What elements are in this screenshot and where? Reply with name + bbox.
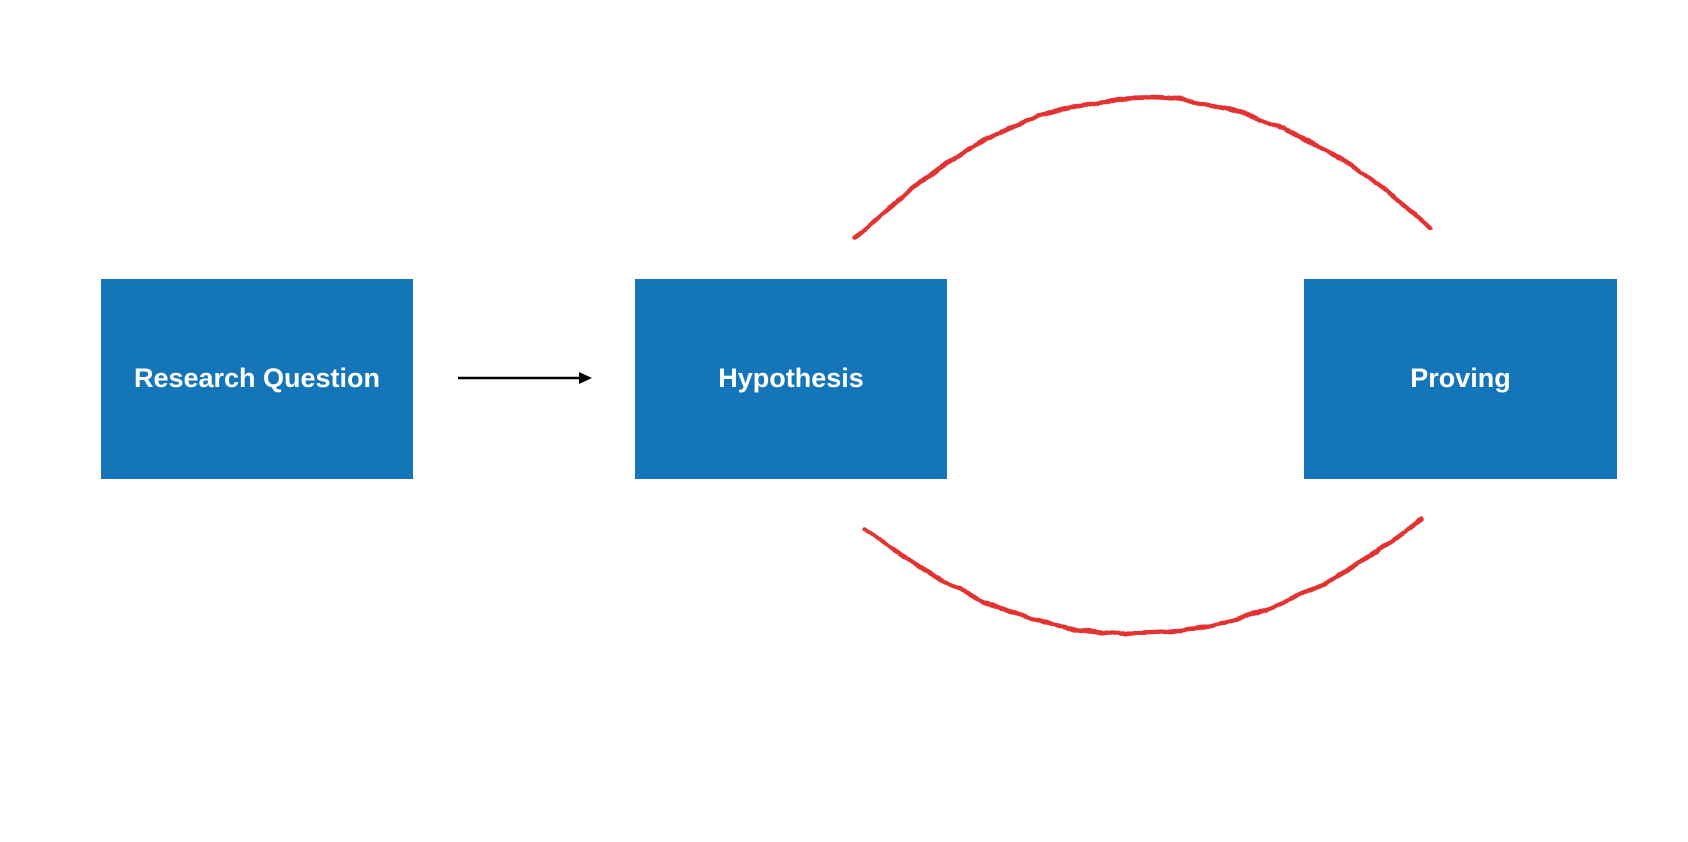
cycle-arc-bottom[interactable] [862,516,1425,636]
node-hypothesis-label: Hypothesis [718,363,864,394]
cycle-arc-top[interactable] [853,95,1433,241]
node-proving-label: Proving [1410,363,1511,394]
node-hypothesis[interactable]: Hypothesis [635,279,947,479]
node-research-question[interactable]: Research Question [101,279,413,479]
arrow-head-icon [579,372,592,384]
arrow-research-to-hypothesis[interactable] [458,372,592,384]
node-proving[interactable]: Proving [1304,279,1617,479]
node-research-question-label: Research Question [133,363,381,394]
